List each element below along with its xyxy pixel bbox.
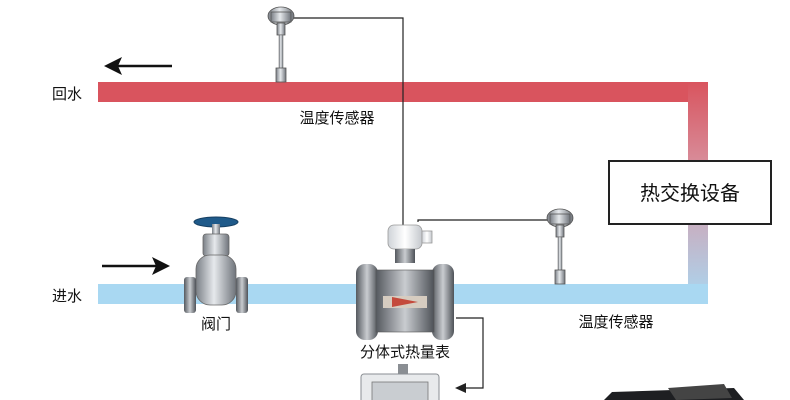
return-flow-arrow-icon	[104, 57, 172, 75]
signal-lines	[290, 17, 548, 389]
flowmeter-icon	[356, 224, 454, 340]
temp-sensor-right-icon	[546, 208, 574, 285]
display-device-icon	[604, 384, 744, 400]
supply-water-label: 进水	[52, 287, 82, 305]
heat-meter-label: 分体式热量表	[360, 343, 450, 361]
temp-sensor-top-icon	[267, 6, 295, 83]
gate-valve-icon	[184, 216, 248, 313]
signal-line-right-sensor	[417, 219, 548, 222]
return-water-label: 回水	[52, 85, 82, 103]
temp-sensor-right-label: 温度传感器	[578, 313, 653, 331]
valve-label: 阀门	[201, 315, 231, 333]
signal-line-top-sensor	[290, 17, 404, 228]
supply-flow-arrow-icon	[102, 257, 170, 275]
meter-calculator-icon	[360, 364, 440, 400]
signal-line-meter-calculator	[456, 317, 484, 389]
signal-arrow-icon	[455, 383, 466, 393]
heat-exchanger: 热交换设备	[608, 160, 772, 225]
heat-exchanger-box	[608, 160, 772, 225]
temp-sensor-top-label: 温度传感器	[299, 109, 374, 127]
heat-exchanger-label: 热交换设备	[640, 181, 740, 205]
